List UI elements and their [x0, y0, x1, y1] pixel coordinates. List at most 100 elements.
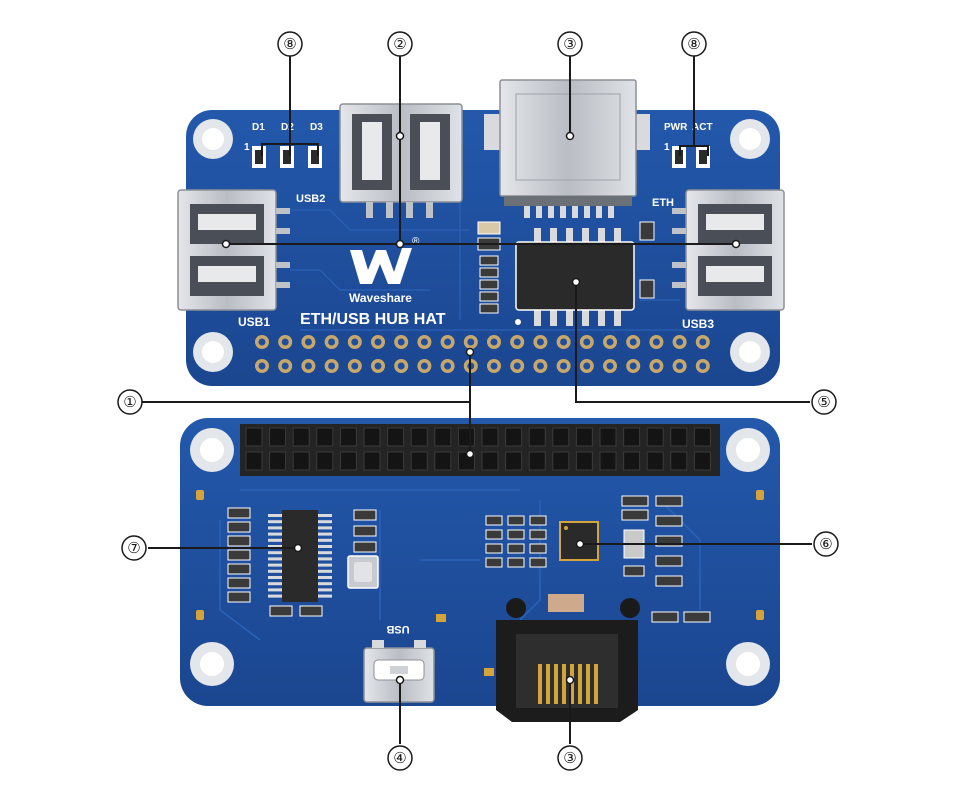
header-socket [363, 427, 381, 447]
header-socket [245, 451, 263, 471]
callout-5: ⑤ [811, 389, 837, 415]
callout-3-top: ③ [557, 31, 583, 57]
top-silkscreen: D1 D2 D3 1 PWR ACT 1 USB2 ETH USB1 USB3 … [238, 122, 714, 331]
gpio-pin [371, 335, 385, 349]
gpio-pin [556, 335, 571, 349]
svg-text:⑦: ⑦ [127, 539, 140, 557]
chip-leg [318, 514, 332, 517]
act-label: ACT [692, 122, 713, 133]
rj45-jack-bottom [496, 594, 640, 722]
callout-2: ② [387, 31, 413, 57]
svg-text:⑧: ⑧ [687, 35, 700, 53]
bottom-board: USB [180, 418, 780, 722]
gpio-pin [672, 359, 687, 373]
chip-leg [318, 569, 332, 573]
chip-leg [268, 514, 282, 517]
usb-hub-chip [268, 510, 332, 602]
bottom-mounting-holes [190, 428, 770, 686]
chip-leg [268, 563, 282, 567]
header-socket [528, 451, 546, 471]
header-socket [387, 427, 405, 447]
product-label: ETH/USB HUB HAT [300, 311, 446, 328]
header-socket [292, 451, 310, 471]
gpio-pin [626, 359, 641, 373]
leader-lines [140, 56, 812, 744]
gpio-pin [649, 335, 664, 349]
gpio-pin [371, 359, 385, 373]
header-socket [410, 451, 428, 471]
gpio-pin [579, 359, 594, 373]
header-socket [434, 451, 452, 471]
callout-1: ① [117, 389, 143, 415]
svg-text:④: ④ [393, 749, 406, 767]
registered-mark: ® [412, 236, 420, 247]
header-socket [646, 451, 664, 471]
chip-leg [268, 588, 282, 592]
gpio-pins-top [255, 335, 710, 373]
callouts: ⑧ ② ③ ⑧ ① ⑤ ⑦ ⑥ [117, 31, 839, 771]
chip-leg [318, 576, 332, 579]
top-board: D1 D2 D3 1 PWR ACT 1 USB2 ETH USB1 USB3 … [177, 79, 785, 386]
chip-leg [268, 538, 282, 542]
waveshare-logo [350, 248, 412, 284]
header-socket [434, 427, 452, 447]
chip-leg [318, 551, 332, 555]
header-socket [316, 451, 334, 471]
crystal-oscillator [347, 555, 379, 589]
leader-5 [575, 282, 810, 403]
gpio-pin [533, 359, 548, 373]
header-socket [623, 427, 641, 447]
header-socket [552, 451, 570, 471]
header-socket [670, 427, 688, 447]
header-socket [599, 451, 617, 471]
resistor-array-left [227, 507, 377, 617]
usb1-port [177, 189, 290, 311]
callout-8-right: ⑧ [681, 31, 707, 57]
header-socket [505, 451, 523, 471]
small-pads [196, 490, 764, 676]
chip-leg [268, 557, 282, 561]
led-group-right [672, 146, 710, 168]
header-socket [670, 451, 688, 471]
gpio-pin [255, 335, 269, 349]
chip-leg [318, 545, 332, 548]
pwr-label: PWR [664, 122, 688, 133]
chip-leg [318, 588, 332, 592]
usb2-label: USB2 [296, 193, 325, 205]
gpio-pin [487, 335, 501, 349]
header-socket [623, 451, 641, 471]
chip-leg [318, 594, 332, 598]
header-socket [552, 427, 570, 447]
header-socket [575, 427, 593, 447]
chip-leg [268, 569, 282, 573]
gpio-pin [510, 335, 525, 349]
header-socket [292, 427, 310, 447]
gpio-pin [649, 359, 664, 373]
gpio-pin [278, 335, 293, 349]
gpio-pin [440, 335, 455, 349]
chip-leg [318, 538, 332, 542]
passive-components-top [477, 221, 655, 314]
svg-text:②: ② [393, 35, 406, 53]
gpio-pin [417, 335, 432, 349]
header-socket [693, 451, 711, 471]
chip-leg [268, 576, 282, 579]
header-socket [269, 451, 287, 471]
gpio-pin [695, 335, 710, 349]
svg-text:③: ③ [563, 749, 576, 767]
header-socket [316, 427, 334, 447]
gpio-pin [533, 335, 548, 349]
callout-4: ④ [387, 745, 413, 771]
svg-text:⑤: ⑤ [817, 393, 830, 411]
callout-8-left: ⑧ [277, 31, 303, 57]
gpio-pin [695, 359, 710, 373]
gpio-pin [626, 335, 641, 349]
svg-text:③: ③ [563, 35, 576, 53]
chip-leg [318, 520, 332, 524]
gpio-pin [324, 335, 339, 349]
chip-leg [318, 557, 332, 561]
header-socket [339, 451, 357, 471]
led-label-d3: D3 [310, 122, 323, 133]
